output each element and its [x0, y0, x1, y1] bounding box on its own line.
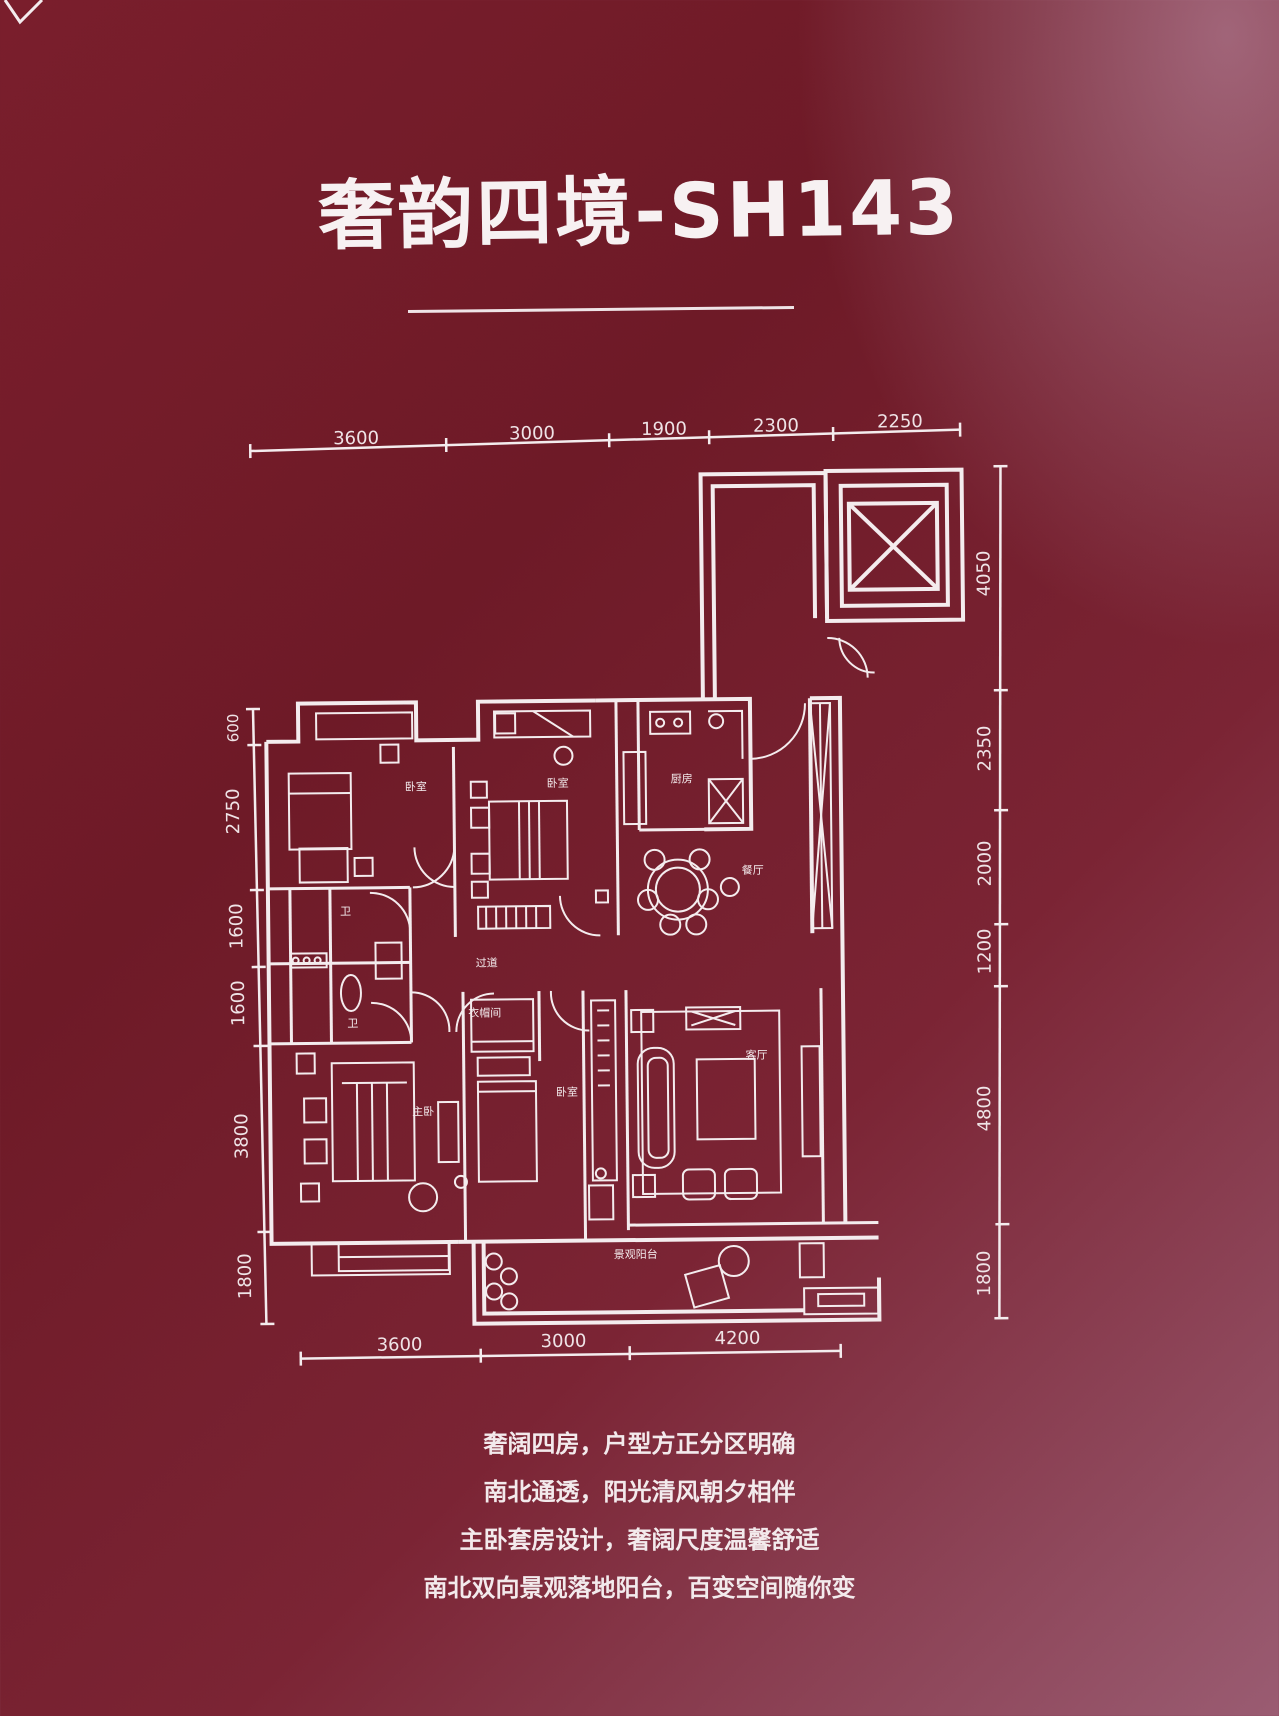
dim-left-3: 1600 [226, 903, 247, 949]
dim-right-5: 4800 [974, 1085, 995, 1131]
dim-top-2: 3000 [509, 423, 555, 444]
room-label-living: 客厅 [746, 1048, 768, 1062]
description-line-3: 主卧套房设计，奢阔尺度温馨舒适 [459, 1526, 820, 1554]
room-label-kitchen: 厨房 [671, 772, 693, 785]
dim-left-1: 600 [224, 714, 242, 743]
furniture [288, 708, 878, 1320]
left-dimension-line [246, 709, 274, 1324]
right-dimension-line [985, 466, 1016, 1318]
dim-right-2: 2350 [974, 725, 995, 771]
dim-left-4: 1600 [228, 980, 249, 1026]
room-label-balcony: 景观阳台 [614, 1247, 658, 1261]
dim-right-6: 1800 [974, 1250, 995, 1296]
dim-right-1: 4050 [973, 550, 994, 596]
room-label-bath-1: 卫 [340, 905, 351, 918]
dim-left-2: 2750 [223, 788, 244, 834]
logo-fragment-icon [3, 0, 44, 25]
dim-bottom-3: 4200 [714, 1328, 760, 1349]
top-dimension-line [250, 423, 960, 458]
dim-top-4: 2300 [753, 415, 799, 436]
room-label-bath-2: 卫 [347, 1017, 358, 1030]
room-label-bedroom-3: 卧室 [556, 1085, 578, 1099]
dim-top-5: 2250 [877, 411, 923, 432]
dim-right-4: 1200 [974, 928, 995, 974]
windows [306, 703, 836, 1275]
room-label-corridor: 过道 [476, 955, 498, 969]
dim-left-5: 3800 [231, 1113, 252, 1159]
dim-right-3: 2000 [974, 840, 995, 886]
interior-walls [266, 698, 879, 1244]
dim-top-1: 3600 [333, 428, 379, 449]
dim-bottom-2: 3000 [541, 1331, 587, 1352]
room-label-dining: 餐厅 [742, 863, 764, 877]
bottom-dimension-line [301, 1344, 841, 1366]
room-label-walk-in-closet: 衣帽间 [468, 1005, 501, 1019]
room-label-bedroom-2: 卧室 [547, 776, 569, 790]
room-label-master-bedroom: 主卧 [412, 1105, 434, 1118]
dim-bottom-1: 3600 [377, 1334, 423, 1355]
room-label-bedroom-1: 卧室 [405, 779, 427, 793]
dim-top-3: 1900 [641, 418, 687, 439]
door-swings [367, 638, 878, 1043]
description-block: 奢阔四房，户型方正分区明确 南北通透，阳光清风朝夕相伴 主卧套房设计，奢阔尺度温… [0, 1420, 1279, 1612]
description-line-4: 南北双向景观落地阳台，百变空间随你变 [423, 1574, 856, 1602]
description-line-2: 南北通透，阳光清风朝夕相伴 [483, 1478, 796, 1506]
dim-left-6: 1800 [235, 1253, 256, 1299]
description-line-1: 奢阔四房，户型方正分区明确 [483, 1430, 796, 1458]
